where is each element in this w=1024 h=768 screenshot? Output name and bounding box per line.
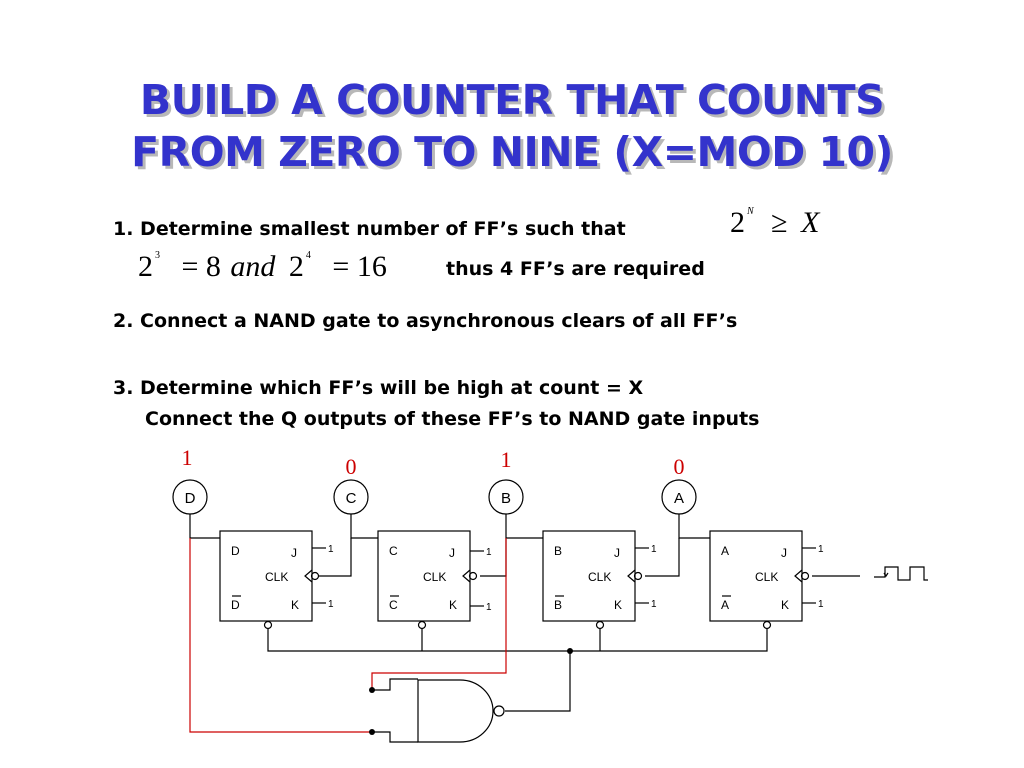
ff-b-j-in: 1 [651, 544, 657, 555]
wire-c-to-clk-b [351, 514, 480, 576]
ff-a-clk: CLK [755, 570, 778, 584]
clk-triangle-c [462, 569, 471, 583]
clk-bubble-d [310, 571, 320, 581]
ff-a-k: K [781, 598, 789, 612]
ff-c-q: C [389, 544, 398, 558]
ff-d-k-in: 1 [328, 599, 334, 610]
node-label-b: B [501, 490, 511, 507]
clr-bubble-a [762, 620, 772, 630]
ff-b-j: J [614, 546, 620, 560]
slide-title: BUILD A COUNTER THAT COUNTS FROM ZERO TO… [0, 74, 1024, 178]
example-eq-2: = 16 [332, 250, 387, 283]
wire-q-a [678, 514, 710, 539]
inequality-rhs: X [801, 206, 820, 239]
clk-bubble-c [468, 571, 478, 581]
wire-q-d [189, 514, 220, 539]
junction-dot-3 [567, 648, 573, 654]
title-line-1: BUILD A COUNTER THAT COUNTS [139, 76, 885, 124]
step-2-text: 2. Connect a NAND gate to asynchronous c… [113, 310, 738, 332]
step-3-line-2: Connect the Q outputs of these FF’s to N… [145, 408, 760, 430]
node-label-d: D [185, 490, 196, 507]
example-base-2: 2 [288, 250, 304, 283]
step-1-result: thus 4 FF’s are required [446, 258, 705, 280]
state-a: 0 [674, 454, 685, 479]
ff-d-qbar: D [231, 598, 240, 612]
clock-waveform [874, 566, 928, 581]
clr-bubble-c [417, 620, 427, 630]
example-base-1: 2 [138, 250, 153, 283]
wire-a-to-clk-b [645, 538, 680, 577]
clock-edge-marker [883, 572, 889, 578]
wire-c-to-clk-d [318, 538, 352, 577]
junction-dot-1 [369, 687, 375, 693]
ff-a-q: A [721, 544, 729, 558]
ff-b-k: K [614, 598, 622, 612]
nand-input-2 [372, 731, 418, 743]
state-b: 1 [501, 447, 512, 472]
clr-bubble-b [595, 620, 605, 630]
clk-bubble-b [633, 571, 643, 581]
wire-b-to-clk-c [480, 538, 507, 577]
clear-bus [267, 629, 768, 652]
ff-a-j: J [781, 546, 787, 560]
wire-q-c [350, 514, 378, 539]
ff-d-j-in: 1 [328, 544, 334, 555]
ff-c-j: J [449, 546, 455, 560]
clk-bubble-a [800, 571, 810, 581]
example-exp-1: 3 [155, 250, 160, 261]
title-line-2: FROM ZERO TO NINE (X=MOD 10) [131, 128, 893, 176]
nand-output-wire [505, 651, 571, 712]
ff-d-q: D [231, 544, 240, 558]
example-and: and [230, 250, 276, 283]
state-d: 1 [182, 445, 193, 470]
ff-c-k: K [449, 598, 457, 612]
inequality-exponent: N [747, 206, 754, 217]
inequality-base: 2 [730, 206, 745, 239]
nand-gate [417, 679, 494, 743]
nand-output-bubble [493, 705, 505, 717]
ff-d-k: K [291, 598, 299, 612]
ff-b-qbar: B [554, 598, 562, 612]
example-eq-1: = 8 [181, 250, 221, 283]
node-label-c: C [346, 490, 357, 507]
ff-d-j: J [291, 546, 297, 560]
red-wire-b-to-nand [371, 538, 507, 690]
ff-a-k-in: 1 [818, 599, 824, 610]
clk-triangle-a [794, 569, 803, 583]
state-c: 0 [346, 454, 357, 479]
inequality-operator: ≥ [771, 206, 788, 239]
example-exp-2: 4 [305, 250, 311, 261]
ff-c-k-in: 1 [486, 602, 492, 613]
wire-q-b-top [505, 514, 543, 539]
node-label-a: A [674, 490, 684, 507]
clr-bubble-d [263, 620, 273, 630]
junction-dot-2 [369, 729, 375, 735]
ff-b-k-in: 1 [651, 599, 657, 610]
ff-b-clk: CLK [588, 570, 611, 584]
ff-b-q: B [554, 544, 562, 558]
step-3-line-1: 3. Determine which FF’s will be high at … [113, 377, 644, 399]
ff-a-j-in: 1 [818, 544, 824, 555]
clk-triangle-b [627, 569, 636, 583]
nand-input-1 [372, 678, 418, 691]
ff-d-clk: CLK [265, 570, 288, 584]
ff-a-qbar: A [721, 598, 729, 612]
red-wire-d-to-nand [189, 538, 372, 733]
ff-c-j-in: 1 [486, 547, 492, 558]
ff-c-qbar: C [389, 598, 398, 612]
step-1-text: 1. Determine smallest number of FF’s suc… [113, 218, 626, 240]
clk-triangle-d [304, 569, 313, 583]
ff-c-clk: CLK [423, 570, 446, 584]
